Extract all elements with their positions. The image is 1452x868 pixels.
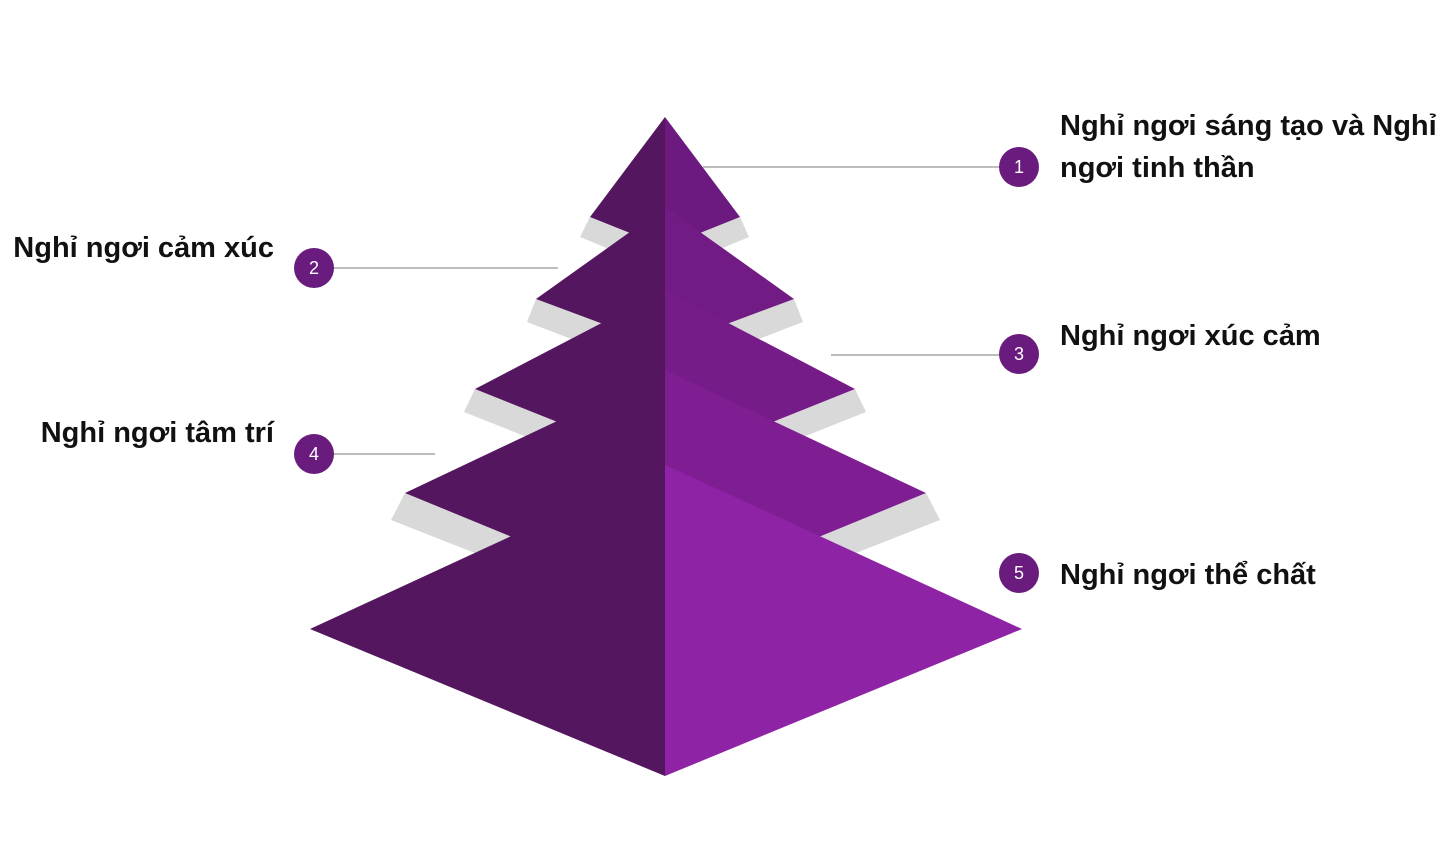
- badge-number-2: 2: [309, 258, 319, 278]
- badge-number-3: 3: [1014, 344, 1024, 364]
- level-labels: Nghỉ ngơi sáng tạo và Nghỉ ngơi tinh thần…: [13, 110, 1436, 591]
- badge-number-5: 5: [1014, 563, 1024, 583]
- badge-3: [999, 334, 1039, 374]
- tier-5-right-face: [665, 465, 1022, 776]
- tier-1-left-face: [590, 117, 665, 247]
- badge-number-4: 4: [309, 444, 319, 464]
- tier-5-left-face: [310, 465, 665, 776]
- badge-2: [294, 248, 334, 288]
- badge-5: [999, 553, 1039, 593]
- number-badges: 1 2 3 4 5: [294, 147, 1039, 593]
- tier-1-right-face: [665, 117, 740, 247]
- level-3-label-line-1: Nghỉ ngơi xúc cảm: [1060, 320, 1321, 352]
- badge-4: [294, 434, 334, 474]
- level-1-label-line-1: Nghỉ ngơi sáng tạo và Nghỉ: [1060, 110, 1437, 142]
- badge-number-1: 1: [1014, 157, 1024, 177]
- level-4-label-line-1: Nghỉ ngơi tâm trí: [41, 417, 275, 449]
- level-1-label-line-2: ngơi tinh thần: [1060, 152, 1255, 184]
- level-5-label-line-1: Nghỉ ngơi thể chất: [1060, 559, 1316, 591]
- leader-lines: [333, 166, 1000, 455]
- badge-1: [999, 147, 1039, 187]
- pyramid-tiers: [310, 117, 1022, 776]
- tier-gap-1: [580, 217, 749, 272]
- level-2-label-line-1: Nghỉ ngơi cảm xúc: [13, 232, 274, 264]
